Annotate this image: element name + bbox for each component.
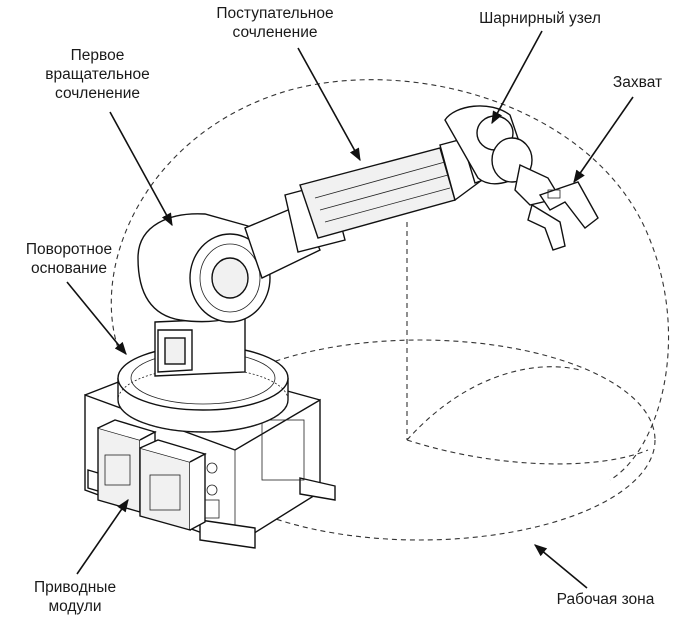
prismatic-joint — [284, 136, 483, 253]
wrist-joint — [444, 105, 533, 185]
label-line: Рабочая зона — [556, 591, 655, 608]
label-line: Приводные — [33, 579, 117, 596]
label-rotary-base: Поворотное основание — [14, 240, 124, 278]
label-line: Поступательное — [216, 5, 334, 22]
label-first-rotary-joint: Первое вращательное сочленение — [45, 46, 150, 103]
work-zone-envelope — [110, 79, 669, 541]
label-prismatic-joint: Поступательное сочленение — [210, 4, 340, 42]
leader-lines — [66, 30, 634, 589]
label-gripper: Захват — [610, 73, 665, 92]
label-wrist-joint: Шарнирный узел — [470, 9, 610, 28]
label-work-zone: Рабочая зона — [548, 590, 663, 609]
label-line: вращательное — [45, 66, 150, 83]
label-line: модули — [48, 598, 102, 615]
label-line: сочленение — [55, 85, 140, 102]
label-line: Захват — [612, 74, 663, 91]
gripper — [514, 163, 599, 251]
label-line: Первое — [70, 47, 125, 64]
label-line: сочленение — [232, 24, 318, 41]
label-drive-modules: Приводные модули — [25, 578, 125, 616]
label-line: Шарнирный узел — [479, 10, 601, 27]
shoulder-joint — [137, 213, 271, 323]
drive-modules — [97, 419, 220, 531]
label-line: Поворотное — [25, 241, 113, 258]
label-line: основание — [30, 260, 108, 277]
pedestal — [154, 317, 246, 377]
